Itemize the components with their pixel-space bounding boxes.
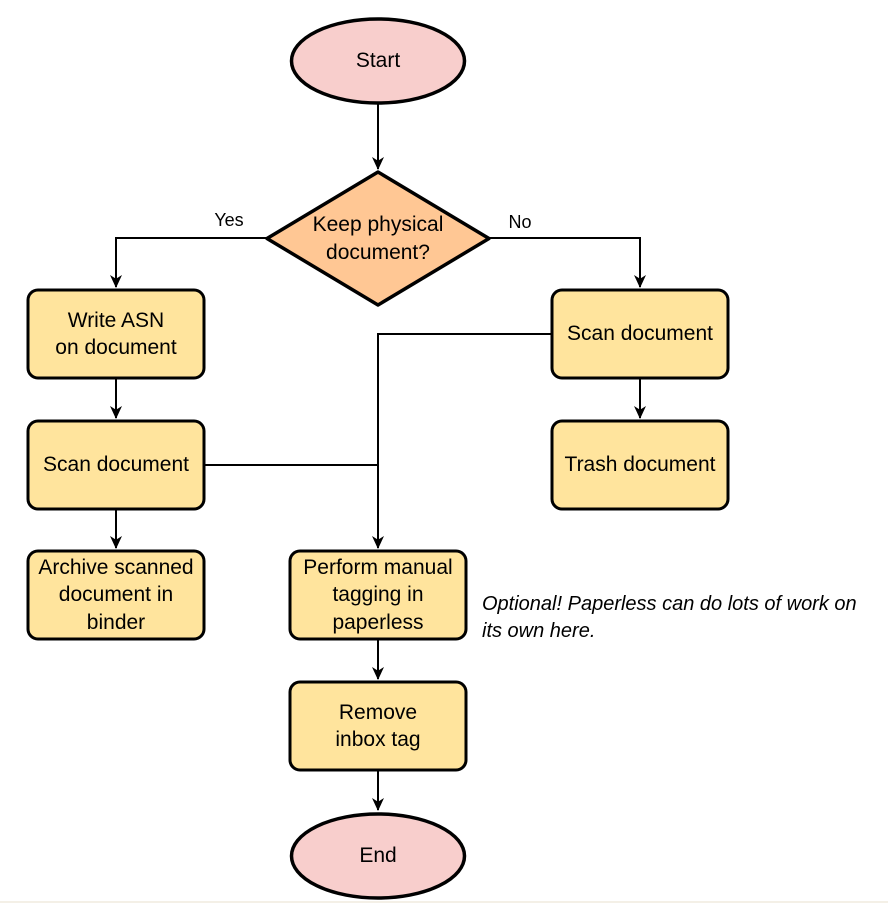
bottom-edge-line: [0, 901, 888, 903]
edge-label-yes: Yes: [214, 210, 244, 230]
scan-right-process-shape: [550, 288, 730, 380]
end-terminal-shape: [289, 812, 467, 900]
edge-decision-write-asn: [110, 237, 266, 288]
edge-scan-right-tagging: [372, 333, 552, 549]
trash-process-shape: [550, 419, 730, 511]
scan-left-process-shape: [26, 419, 206, 511]
tagging-process-shape: [288, 549, 468, 641]
remove-inbox-process-shape: [288, 680, 468, 772]
edges: [110, 104, 646, 811]
node-shapes: [26, 17, 730, 900]
write-asn-process-shape: [26, 288, 206, 380]
archive-process-shape: [26, 549, 206, 641]
optional-annotation: Optional! Paperless can do lots of work …: [482, 593, 857, 643]
edge-label-no: No: [508, 212, 532, 232]
start-terminal-shape: [289, 17, 467, 105]
decision-diamond-shape: [265, 170, 491, 307]
edge-decision-scan-right: [490, 237, 646, 288]
